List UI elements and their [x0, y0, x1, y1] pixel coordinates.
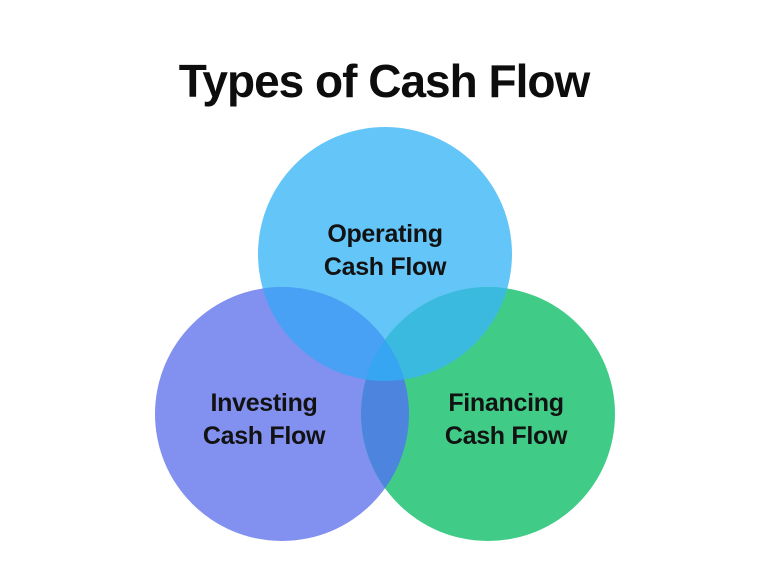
operating-label: Operating Cash Flow — [323, 218, 447, 284]
operating-investing-overlap — [258, 287, 409, 381]
financing-label-line1: Financing — [448, 389, 564, 417]
operating-label-line2: Cash Flow — [323, 253, 447, 281]
financing-label-line2: Cash Flow — [444, 422, 568, 450]
investing-label-line1: Investing — [210, 389, 318, 417]
operating-financing-overlap — [361, 287, 512, 381]
investing-label: Investing Cash Flow — [202, 387, 326, 453]
financing-label: Financing Cash Flow — [444, 387, 568, 453]
investing-label-line2: Cash Flow — [202, 422, 326, 450]
operating-label-line1: Operating — [327, 220, 443, 248]
page-title: Types of Cash Flow — [178, 55, 591, 107]
